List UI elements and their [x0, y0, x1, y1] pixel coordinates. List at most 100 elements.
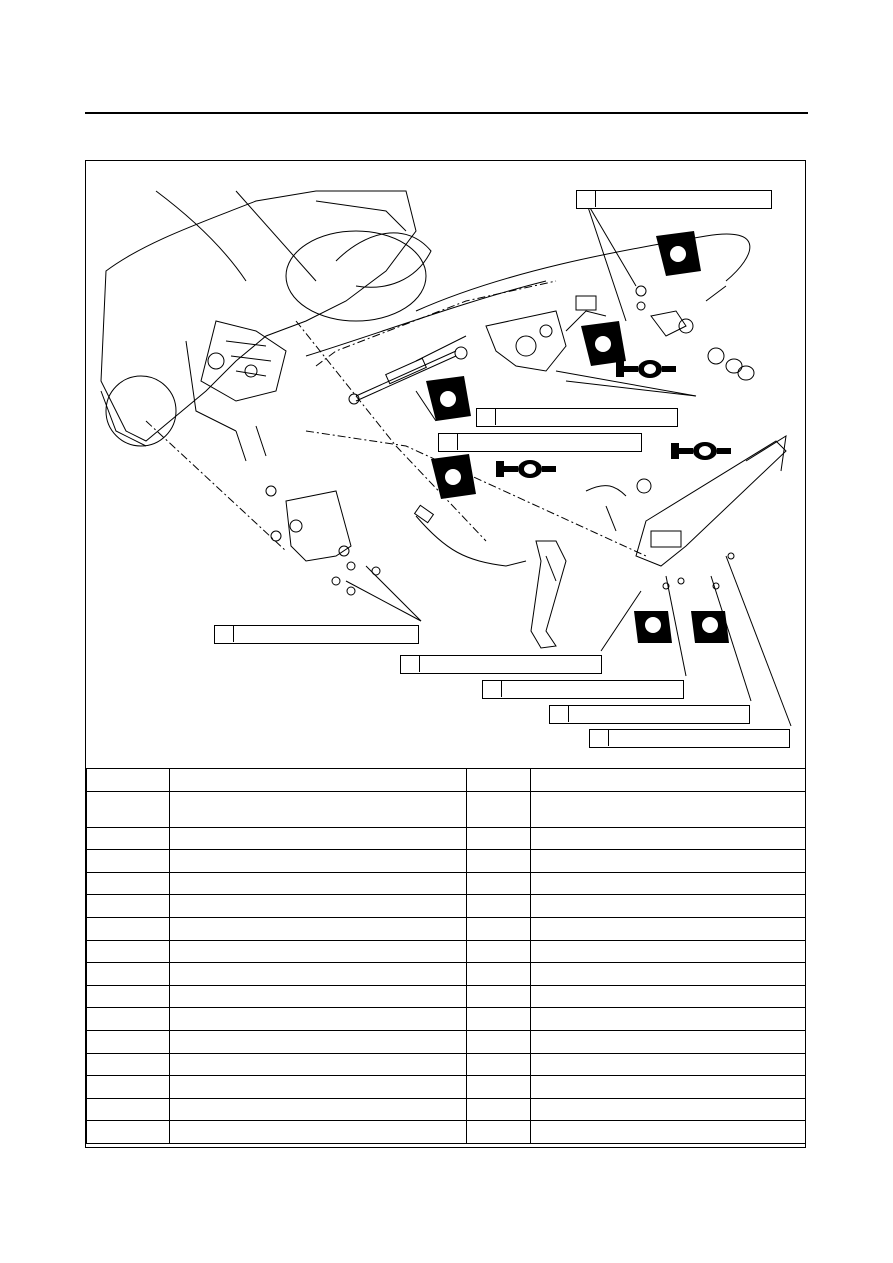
table-cell: [530, 984, 806, 1009]
table-cell: [86, 871, 170, 896]
table-cell: [168, 1097, 468, 1122]
table-header-row: [86, 768, 806, 792]
locking-agent-icon: [431, 454, 476, 499]
table-cell: [168, 1052, 468, 1077]
table-cell: [168, 1075, 468, 1099]
table-row: [86, 962, 806, 986]
table-cell: [168, 962, 468, 986]
wrench-icon: [483, 681, 502, 697]
table-cell: [168, 916, 468, 941]
table-cell: [530, 1029, 806, 1054]
exploded-parts-diagram: [100, 190, 792, 727]
header-cell-job-part: [168, 768, 468, 792]
leader-lines: [345, 200, 792, 727]
wrench-icon: [590, 730, 609, 746]
table-cell: [168, 894, 468, 918]
table-cell: [168, 849, 468, 873]
table-cell: [466, 1097, 532, 1122]
reference-lines: [145, 280, 647, 557]
grease-icon-group: [496, 360, 731, 478]
table-cell: [86, 894, 170, 918]
header-cell-qty: [466, 768, 532, 792]
table-row: [86, 1052, 806, 1077]
table-cell: [168, 939, 468, 964]
table-cell: [466, 984, 532, 1009]
table-row: [86, 1075, 806, 1099]
table-cell: [466, 894, 532, 918]
table-row: [86, 939, 806, 964]
sidestand-switch-assembly: [413, 504, 567, 649]
table-cell: [530, 871, 806, 896]
motorcycle-frame-outline: [100, 190, 432, 462]
grease-icon: [671, 442, 731, 460]
shift-actuator-unit: [485, 295, 607, 372]
diagram-frame: [85, 160, 806, 1148]
grease-icon: [616, 360, 676, 378]
table-cell: [466, 1120, 532, 1144]
table-cell: [466, 1075, 532, 1099]
wrench-icon: [477, 409, 496, 425]
table-cell: [466, 790, 532, 828]
table-cell: [530, 826, 806, 851]
table-cell: [530, 894, 806, 918]
locking-agent-icon: [634, 611, 672, 643]
wrench-icon: [577, 191, 596, 207]
table-cell: [86, 849, 170, 873]
shift-rod-assembly: [348, 335, 468, 405]
table-cell: [466, 962, 532, 986]
table-cell: [168, 871, 468, 896]
table-cell: [86, 1029, 170, 1054]
wrench-icon: [439, 434, 458, 450]
torque-spec-box: [589, 729, 790, 748]
table-row: [86, 826, 806, 851]
torque-spec-box: [214, 625, 419, 644]
table-cell: [530, 1007, 806, 1031]
locking-agent-icon: [426, 376, 471, 421]
table-row: [86, 871, 806, 896]
table-cell: [168, 826, 468, 851]
table-cell: [168, 790, 468, 828]
table-cell: [530, 790, 806, 828]
table-row: [86, 1120, 806, 1144]
header-cell-remarks: [530, 768, 806, 792]
table-cell: [530, 1075, 806, 1099]
table-cell: [466, 871, 532, 896]
table-cell: [86, 984, 170, 1009]
torque-spec-box: [482, 680, 684, 699]
table-cell: [168, 1029, 468, 1054]
table-cell: [466, 916, 532, 941]
table-cell: [530, 1097, 806, 1122]
table-cell: [86, 962, 170, 986]
table-row: [86, 894, 806, 918]
table-cell: [530, 1052, 806, 1077]
table-cell: [86, 1007, 170, 1031]
table-row: [86, 984, 806, 1009]
table-row: [86, 1029, 806, 1054]
table-cell: [530, 939, 806, 964]
table-cell: [86, 916, 170, 941]
left-cover-plate: [265, 485, 381, 596]
table-cell: [530, 916, 806, 941]
right-hardware-cluster: [635, 285, 755, 381]
locking-agent-icon: [581, 321, 626, 366]
table-cell: [86, 1052, 170, 1077]
torque-spec-box: [576, 190, 772, 209]
torque-spec-box: [549, 705, 750, 724]
parts-table: [86, 768, 806, 1144]
table-cell: [86, 1120, 170, 1144]
table-cell: [466, 1007, 532, 1031]
wrench-icon: [401, 656, 420, 672]
footrest-bracket: [585, 435, 787, 590]
table-cell: [86, 1075, 170, 1099]
torque-spec-box: [476, 408, 678, 427]
table-cell: [86, 939, 170, 964]
table-cell: [466, 1052, 532, 1077]
grease-icon: [496, 460, 556, 478]
wrench-icon: [550, 706, 569, 722]
torque-spec-box: [438, 433, 642, 452]
torque-spec-box: [400, 655, 602, 674]
table-row: [86, 1097, 806, 1122]
table-cell: [466, 1029, 532, 1054]
table-cell: [530, 962, 806, 986]
locking-agent-icon: [691, 611, 729, 643]
